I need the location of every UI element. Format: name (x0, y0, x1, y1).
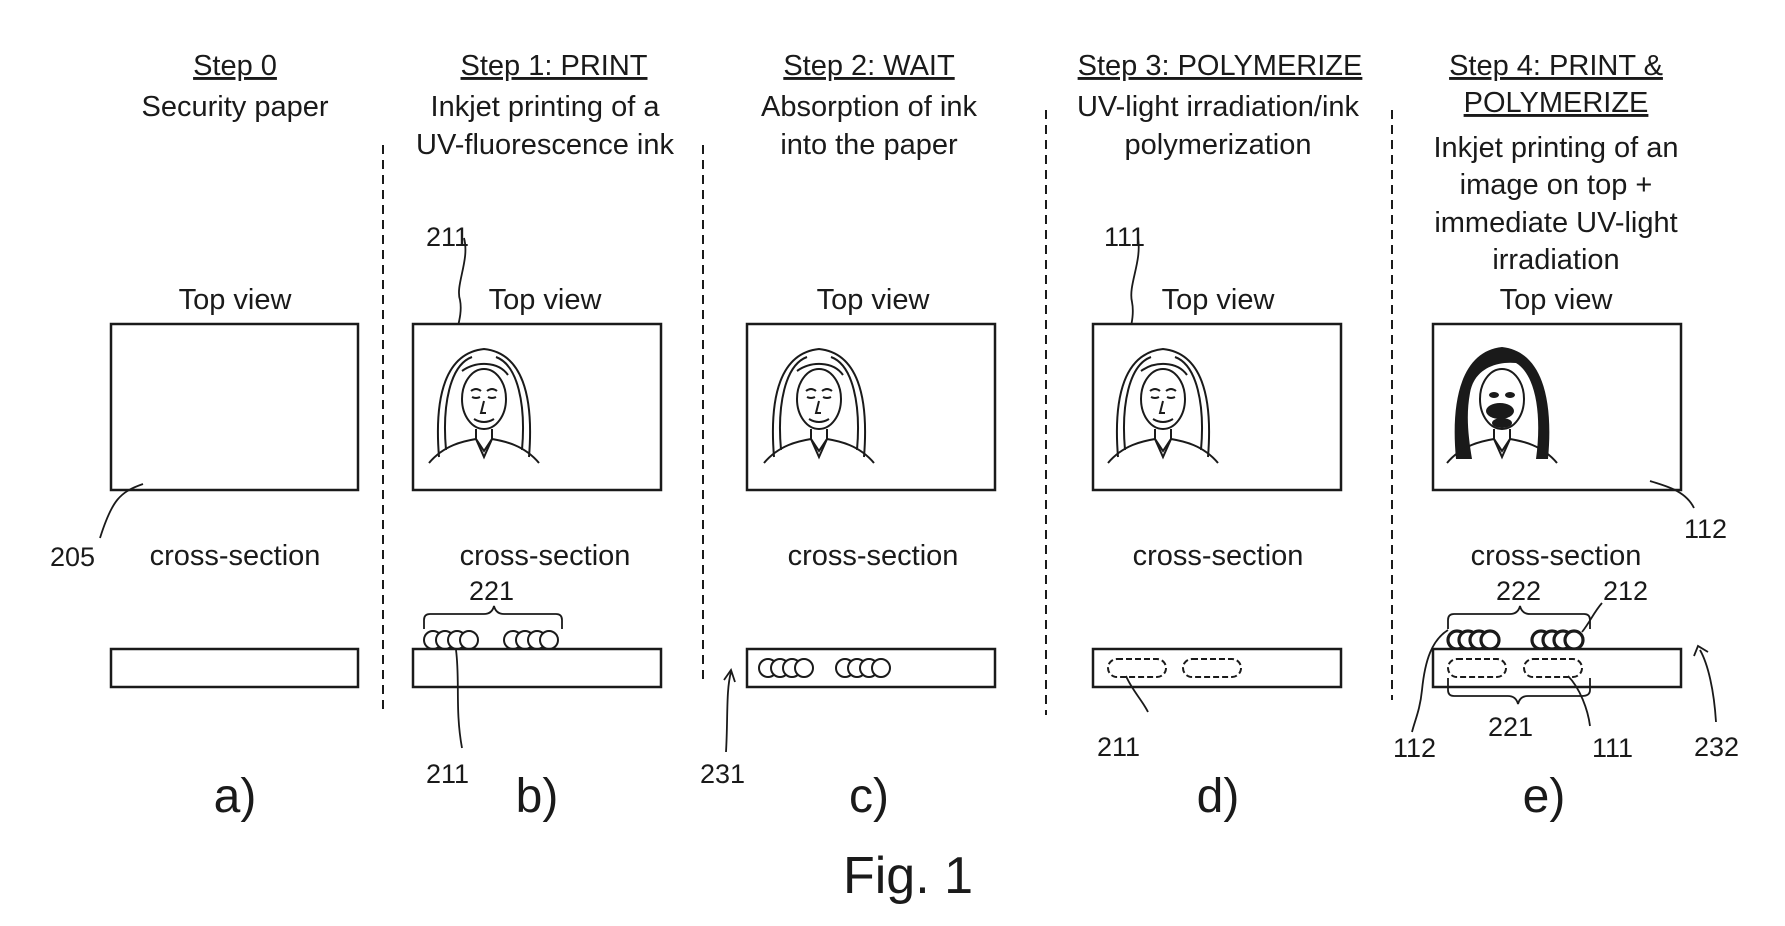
panel-d-desc-1: UV-light irradiation/ink (1077, 91, 1360, 123)
panel-b-label: b) (516, 770, 559, 823)
panel-c-label: c) (849, 770, 889, 823)
panel-e-ref-112-left: 112 (1393, 733, 1436, 763)
panel-d-top-view-label: Top view (1162, 284, 1276, 316)
panel-c: Step 2: WAIT Absorption of ink into the … (700, 50, 997, 823)
panel-d-ref-211-leader (1125, 675, 1149, 713)
panel-e-title-2: POLYMERIZE (1464, 87, 1649, 119)
panel-e-ref-212-leader (1581, 602, 1603, 633)
panel-b-ref-221-brace (423, 605, 563, 629)
panel-a-top-view-box (109, 322, 360, 492)
panel-a-title: Step 0 (193, 50, 277, 82)
panel-d-polymerized-ink-left (1107, 658, 1167, 678)
panel-e: Step 4: PRINT & POLYMERIZE Inkjet printi… (1393, 50, 1739, 823)
panel-a-label: a) (214, 770, 257, 823)
panel-e-polymerized-ink-left (1447, 658, 1507, 678)
panel-e-desc-2: image on top + (1460, 169, 1653, 201)
panel-d-cross-section-label: cross-section (1133, 540, 1304, 572)
panel-d-polymerized-ink-right (1182, 658, 1242, 678)
panel-e-ref-232-leader (1699, 649, 1717, 723)
panel-e-top-view-label: Top view (1500, 284, 1614, 316)
panel-b-ref-211-bottom-leader (455, 649, 463, 749)
panel-a-ref-205: 205 (50, 542, 95, 572)
panel-c-ref-231-leader (725, 671, 732, 753)
panel-d-desc-2: polymerization (1125, 129, 1312, 161)
panel-b-top-view-box (411, 322, 663, 492)
panel-c-top-view-box (745, 322, 997, 492)
panel-b-ref-211-top: 211 (426, 222, 469, 252)
panel-b-desc-1: Inkjet printing of a (431, 91, 661, 123)
panel-c-top-view-label: Top view (817, 284, 931, 316)
panel-e-ref-222: 222 (1496, 576, 1541, 606)
panel-b-cross-section-strip (411, 647, 663, 689)
panel-d: Step 3: POLYMERIZE UV-light irradiation/… (1077, 50, 1362, 823)
panel-e-ref-112-top: 112 (1684, 514, 1727, 544)
panel-b-ref-211-bottom: 211 (426, 759, 469, 789)
panel-d-title: Step 3: POLYMERIZE (1078, 50, 1363, 82)
panel-e-ref-212: 212 (1603, 576, 1648, 606)
panel-a: Step 0 Security paper Top view 205 cross… (50, 50, 360, 823)
panel-c-absorbed-dots-right (835, 658, 891, 678)
panel-b-ink-dots-left (423, 630, 479, 650)
panel-d-label: d) (1197, 770, 1240, 823)
panel-e-printed-dots-left (1446, 629, 1501, 651)
panel-e-ref-221-brace (1447, 678, 1591, 705)
panel-e-desc-4: irradiation (1492, 244, 1619, 276)
panel-c-cross-section-label: cross-section (788, 540, 959, 572)
panel-b: Step 1: PRINT Inkjet printing of a UV-fl… (411, 50, 674, 823)
panel-a-cross-section-strip (109, 647, 360, 689)
panel-e-polymerized-ink-right (1523, 658, 1583, 678)
panel-e-label: e) (1523, 770, 1566, 823)
panel-e-desc-1: Inkjet printing of an (1433, 132, 1678, 164)
panel-d-top-view-box (1091, 322, 1343, 492)
panel-e-desc-3: immediate UV-light (1434, 207, 1677, 239)
panel-b-top-view-label: Top view (489, 284, 603, 316)
panel-c-ref-231: 231 (700, 759, 745, 789)
panel-a-ref-205-leader (99, 483, 144, 539)
panel-b-title: Step 1: PRINT (461, 50, 648, 82)
panel-e-ref-112-left-leader (1411, 629, 1449, 733)
panel-e-ref-222-brace (1447, 605, 1591, 629)
panel-c-desc-2: into the paper (780, 129, 958, 161)
panel-c-title: Step 2: WAIT (783, 50, 955, 82)
panel-a-top-view-label: Top view (179, 284, 293, 316)
panel-d-ref-211: 211 (1097, 732, 1140, 762)
panel-e-ref-232: 232 (1694, 732, 1739, 762)
panel-e-title-1: Step 4: PRINT & (1449, 50, 1663, 82)
panel-e-ref-221: 221 (1488, 712, 1533, 742)
panel-a-desc-1: Security paper (142, 91, 329, 123)
panel-c-ref-231-arrow (723, 668, 736, 683)
panel-b-ink-dots-right (503, 630, 559, 650)
panel-b-desc-2: UV-fluorescence ink (416, 129, 674, 161)
panel-a-cross-section-label: cross-section (150, 540, 321, 572)
panel-c-absorbed-dots-left (758, 658, 814, 678)
panel-e-ref-232-arrow (1693, 644, 1709, 657)
panel-e-cross-section-label: cross-section (1471, 540, 1642, 572)
panel-e-printed-dots-right (1530, 629, 1585, 651)
panel-c-desc-1: Absorption of ink (761, 91, 978, 123)
panel-e-ref-111: 111 (1592, 733, 1633, 763)
panel-b-cross-section-label: cross-section (460, 540, 631, 572)
panel-e-ref-112-top-leader (1649, 480, 1695, 509)
panel-e-ref-111-leader (1567, 675, 1591, 727)
panel-b-ref-221: 221 (469, 576, 514, 606)
panel-e-top-view-box (1431, 322, 1683, 492)
figure-caption: Fig. 1 (843, 847, 973, 905)
